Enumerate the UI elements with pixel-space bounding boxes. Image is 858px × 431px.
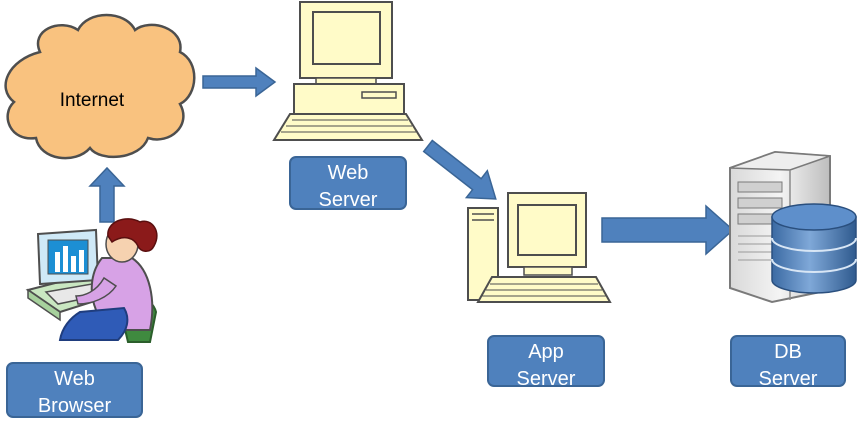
app-server-computer-icon [467,192,612,303]
app-server-label-line2: Server [516,368,576,390]
db-server-icon [729,150,857,304]
internet-cloud-icon [4,13,196,160]
web-browser-user-icon [25,218,158,343]
app-server-label-line1: App [528,341,564,363]
db-server-label-line2: Server [758,368,818,390]
arrow-web-server-to-app-server [422,139,497,200]
arrow-browser-to-internet [88,166,126,223]
web-server-label-line2: Server [318,189,378,211]
db-server-label: DB Server [730,335,846,390]
web-browser-label: Web Browser [6,362,143,418]
web-browser-label-line1: Web [54,368,95,390]
internet-label: Internet [60,90,125,111]
web-browser-label-line2: Browser [37,395,112,417]
web-server-label-line1: Web [327,162,369,184]
web-server-computer-icon [272,1,424,141]
arrow-app-server-to-db-server [601,204,735,256]
db-server-label-line1: DB [774,341,802,363]
app-server-label: App Server [487,335,605,390]
web-server-label: Web Server [289,156,407,211]
arrow-internet-to-web-server [202,66,277,98]
